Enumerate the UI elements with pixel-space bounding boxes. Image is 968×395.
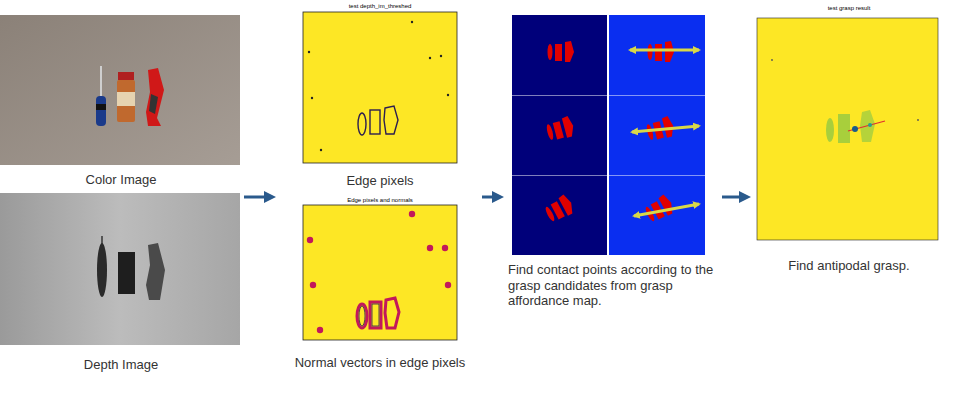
contact-points-panel: Find contact points according to the gra… [508,12,720,324]
normals-plot [303,205,457,340]
panel-caption: Depth Image [0,357,242,373]
grasp-candidate [632,126,699,132]
bottle-label [117,92,135,106]
mask-panel [512,176,607,256]
grasp-line [848,121,885,131]
depth-ground [0,193,240,345]
normal-dot [445,282,451,288]
flow-arrow [722,196,741,199]
edge-dot [429,57,431,59]
screwdriver-handle [96,96,106,126]
flow-arrow [244,196,266,199]
panel-caption: Color Image [0,172,242,188]
edge-outline [359,306,365,326]
photo-ground [0,15,240,165]
mask-panel [512,96,607,176]
object-masks [545,115,576,142]
grasp-result-panel: test grasp resultFind antipodal grasp. [755,4,943,279]
normal-dot [317,327,323,333]
depth-drill [146,243,165,300]
grasp-candidate [630,49,699,52]
color-photo [0,15,240,165]
edge-dot [447,94,449,96]
normal-dot [442,245,448,251]
grasp-candidate [634,204,699,216]
depth-bottle [118,252,135,294]
contact-panels [512,15,705,255]
plot-area [303,12,457,163]
screwdriver-band [96,104,106,110]
bottle-cap [118,72,134,80]
grasp-plot [757,18,938,240]
edge-dot [411,21,413,23]
panel-caption: Find antipodal grasp. [755,258,943,274]
normal-outline [370,302,381,328]
mask-panel [512,15,607,95]
grasp-center [852,126,858,132]
normal-outline [357,304,367,328]
edge-pixels-panel: test depth_im_threshedEdge pixels [280,2,480,193]
panel-caption: Edge pixels [280,173,480,189]
object-region [826,118,834,142]
edge-outline [358,113,366,135]
normal-dot [409,211,415,217]
panel-caption: Normal vectors in edge pixels [280,355,480,371]
depth-screwdriver-shaft [101,236,103,244]
screwdriver-shaft [100,66,102,96]
edge-dot [311,97,313,99]
object-region [838,114,850,143]
bottle [117,80,135,122]
normal-dot [427,245,433,251]
normal-outline [385,298,399,328]
edge-outline [384,106,398,134]
object-masks [543,193,576,224]
depth-screwdriver [97,243,107,297]
color-image-panel: Color Image [0,14,242,192]
plot-area [757,18,938,240]
edge-dot [320,149,322,151]
edge-outline [372,304,379,326]
plot-title: Edge pixels and normals [280,197,480,204]
drill-grip [149,94,158,114]
plot-title: test grasp result [755,5,943,12]
plot-title: test depth_im_threshed [280,3,480,10]
depth-photo [0,193,240,345]
edge-dot [440,55,442,57]
object-masks [548,41,575,62]
noise-dot [917,119,919,121]
plot-area [303,205,457,340]
panel-caption: Find contact points according to the gra… [508,262,720,309]
normal-dot [307,237,313,243]
edge-dot [308,51,310,53]
normals-panel: Edge pixels and normalsNormal vectors in… [280,196,480,375]
candidate-panel [609,96,705,176]
depth-image-panel: Depth Image [0,193,242,377]
normal-dot [310,282,316,288]
candidate-panel [609,176,705,256]
edge-outline [370,110,380,134]
candidate-panel [609,15,705,95]
drill [146,68,164,126]
flow-arrow [482,196,494,199]
noise-dot [771,59,773,61]
edge-plot [303,12,457,163]
contact-point [868,123,872,127]
